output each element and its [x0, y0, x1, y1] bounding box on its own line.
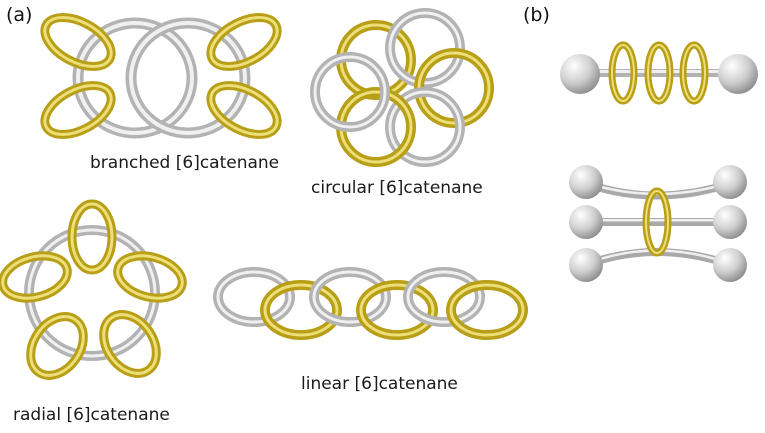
label-circular: circular [6]catenane: [311, 178, 483, 198]
label-radial: radial [6]catenane: [13, 405, 170, 425]
linear-ring-5: [403, 267, 485, 327]
branched-yellow-ring-top-left: [40, 13, 116, 71]
radial-yellow-ring-left: [0, 251, 72, 303]
panel-label-b: (b): [523, 4, 550, 26]
linear-ring-6: [446, 280, 528, 340]
stopper-sphere-top-left: [569, 165, 603, 199]
radial-yellow-ring-bottom-right: [99, 310, 161, 378]
label-linear: linear [6]catenane: [301, 374, 458, 394]
stopper-sphere-middle-left: [569, 205, 603, 239]
branched-catenane: [40, 13, 282, 139]
branched-yellow-ring-bottom-left: [40, 81, 116, 139]
label-branched: branched [6]catenane: [90, 153, 279, 173]
linear-ring-4: [356, 280, 438, 340]
circular-catenane: [310, 8, 494, 167]
circular-ring-2: [385, 8, 465, 88]
radial-catenane: [0, 199, 187, 380]
circular-ring-4: [385, 87, 465, 167]
stopper-sphere-left: [560, 54, 600, 94]
linear-catenane: [213, 267, 528, 340]
circular-ring-6: [310, 52, 390, 132]
rotaxane-center-ring: [642, 187, 672, 257]
stopper-sphere-right: [718, 54, 758, 94]
panel-label-a: (a): [6, 4, 32, 26]
branched-gray-ring-right: [125, 17, 251, 139]
linear-ring-2: [260, 280, 342, 340]
axle-middle: [594, 218, 724, 226]
stopper-sphere-top-right: [713, 165, 747, 199]
rotaxane-axle: [582, 69, 732, 77]
radial-yellow-ring-right: [113, 251, 187, 303]
rotaxane-ring-2: [644, 41, 674, 105]
radial-yellow-ring-top: [67, 199, 117, 275]
branched-yellow-ring-bottom-right: [206, 81, 282, 139]
rotaxane-three-rings: [560, 41, 758, 105]
stopper-sphere-bottom-right: [713, 248, 747, 282]
stopper-sphere-bottom-left: [569, 248, 603, 282]
linear-ring-1: [213, 267, 295, 327]
radial-gray-center-ring: [24, 225, 160, 361]
rotaxane-ring-1: [608, 41, 638, 105]
branched-yellow-ring-top-right: [206, 13, 282, 71]
stopper-sphere-middle-right: [713, 205, 747, 239]
rotaxane-three-axles: [569, 165, 747, 282]
radial-yellow-ring-bottom-left: [26, 312, 88, 380]
linear-ring-3: [309, 267, 391, 327]
branched-gray-ring-left: [72, 17, 198, 139]
rotaxane-ring-3: [679, 41, 709, 105]
